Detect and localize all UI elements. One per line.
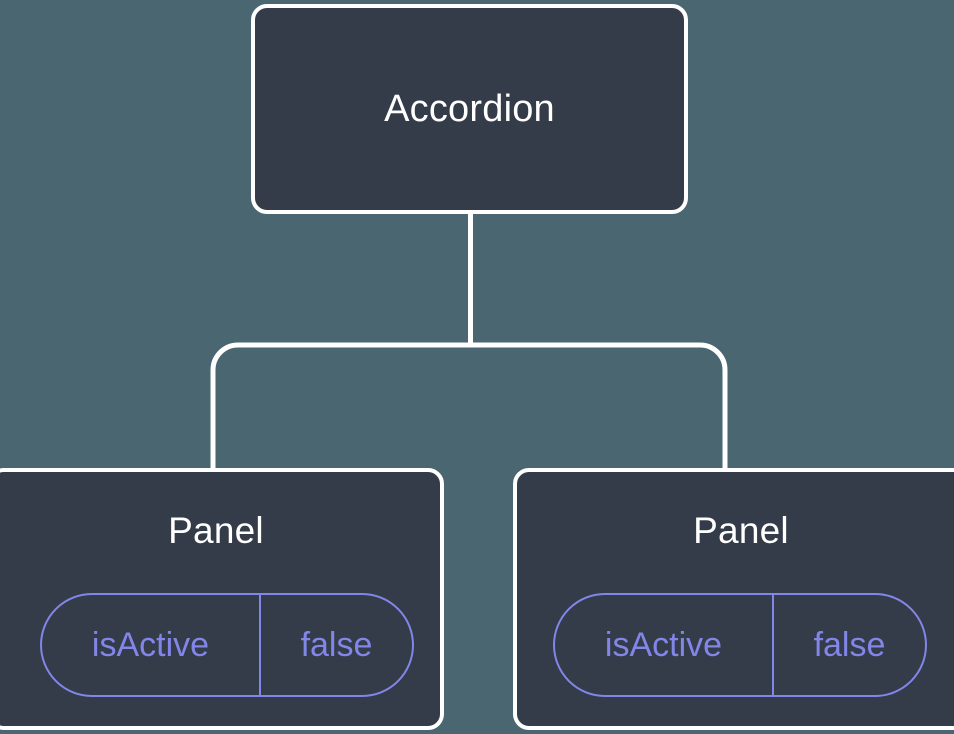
node-panel-2[interactable]: Panel isActive false xyxy=(513,468,954,730)
node-panel-1-prop-value: false xyxy=(300,626,373,664)
node-panel-2-prop-pill[interactable]: isActive false xyxy=(553,593,927,697)
node-panel-1-prop-key: isActive xyxy=(42,595,261,695)
node-accordion-label: Accordion xyxy=(384,88,555,130)
connector-branch-right xyxy=(470,342,728,470)
node-accordion[interactable]: Accordion xyxy=(251,4,688,214)
node-panel-1-prop-pill[interactable]: isActive false xyxy=(40,593,414,697)
node-panel-2-prop-value: false xyxy=(813,626,886,664)
connector-branch-left xyxy=(210,342,471,470)
node-panel-1[interactable]: Panel isActive false xyxy=(0,468,444,730)
node-panel-2-label: Panel xyxy=(693,510,789,551)
node-panel-2-prop-key: isActive xyxy=(555,595,774,695)
node-panel-1-label: Panel xyxy=(168,510,264,551)
